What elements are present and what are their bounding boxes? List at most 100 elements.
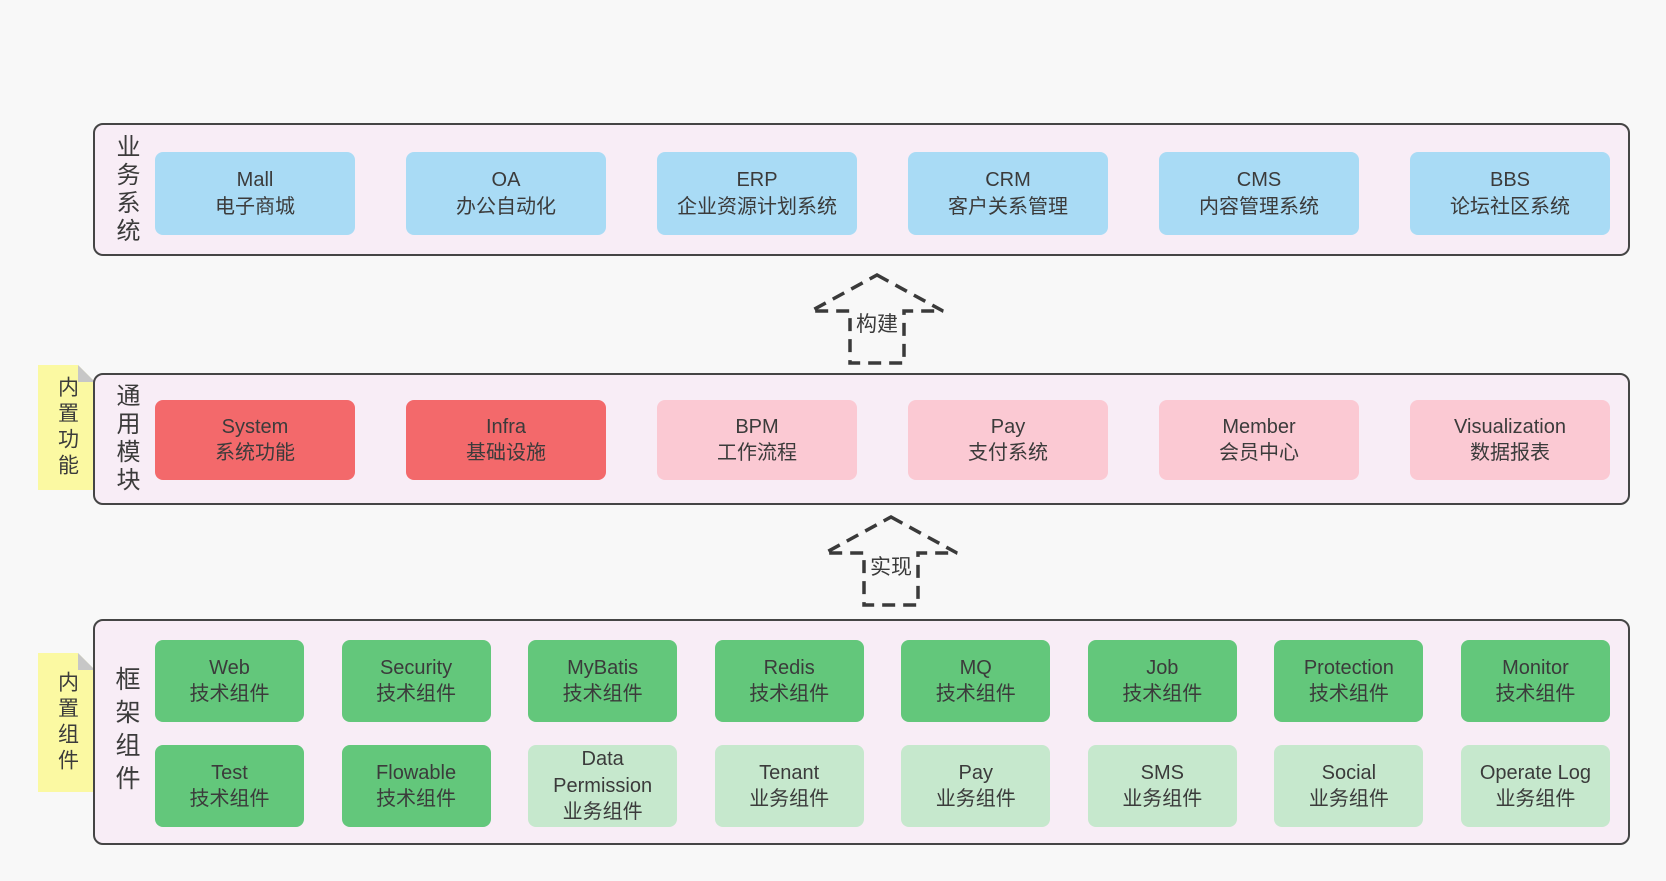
box-subtitle: 业务组件 (1122, 788, 1203, 810)
implement-arrow-label: 实现 (866, 550, 916, 582)
business-panel-side-label: 业务系统 (112, 133, 139, 246)
box-subtitle: 企业资源计划系统 (677, 195, 837, 218)
box-subtitle: 技术组件 (376, 788, 457, 810)
components-panel-side-label: 框架组件 (112, 666, 140, 798)
build-arrow (810, 273, 944, 365)
box-subtitle: 技术组件 (562, 683, 643, 705)
box-subtitle: 技术组件 (935, 683, 1016, 705)
box-social: Social 业务组件 (1274, 745, 1424, 827)
box-data-permission: Data Permission 业务组件 (528, 745, 678, 827)
box-title: MyBatis (567, 656, 639, 679)
box-pay-component: Pay 业务组件 (901, 745, 1051, 827)
builtin-features-sticky: 内置功能 (38, 365, 95, 490)
box-monitor: Monitor 技术组件 (1460, 640, 1610, 722)
box-infra: Infra 基础设施 (406, 400, 606, 480)
box-bpm: BPM 工作流程 (657, 400, 857, 480)
box-title: OA (491, 169, 521, 192)
box-subtitle: 业务组件 (935, 788, 1016, 810)
box-title: Visualization (1454, 415, 1566, 438)
box-subtitle: 系统功能 (215, 442, 295, 464)
box-mq: MQ 技术组件 (901, 640, 1051, 722)
box-title: Infra (485, 415, 527, 438)
common-modules-panel: 通用模块 System 系统功能 Infra 基础设施 BPM 工作流程 Pay… (93, 373, 1630, 505)
box-security: Security 技术组件 (341, 640, 491, 722)
box-protection: Protection 技术组件 (1274, 640, 1424, 722)
box-subtitle: 客户关系管理 (948, 195, 1068, 218)
box-title: Web (209, 656, 250, 679)
box-subtitle: 办公自动化 (456, 195, 556, 218)
box-web: Web 技术组件 (155, 640, 304, 722)
box-cms: CMS 内容管理系统 (1159, 152, 1359, 235)
box-title: Security (379, 656, 453, 679)
sticky-background (38, 653, 95, 792)
box-subtitle: 业务组件 (1308, 788, 1389, 810)
box-subtitle: 技术组件 (749, 683, 830, 705)
box-subtitle: 会员中心 (1219, 442, 1299, 464)
box-title: Pay (958, 761, 993, 784)
box-subtitle: 电子商城 (215, 195, 295, 218)
box-subtitle: 工作流程 (717, 442, 797, 464)
box-mall: Mall 电子商城 (155, 152, 355, 235)
builtin-components-label: 内置组件 (55, 670, 79, 775)
box-title: Data Permission (553, 748, 653, 797)
box-redis: Redis 技术组件 (714, 640, 864, 722)
box-title: Redis (763, 656, 815, 679)
box-subtitle: 技术组件 (189, 683, 270, 705)
build-arrow-label: 构建 (852, 307, 902, 339)
box-title: Monitor (1502, 656, 1569, 679)
box-title: CMS (1236, 169, 1282, 192)
box-erp: ERP 企业资源计划系统 (657, 152, 857, 235)
box-crm: CRM 客户关系管理 (908, 152, 1108, 235)
box-title: Tenant (759, 761, 820, 784)
box-subtitle: 技术组件 (376, 683, 457, 705)
builtin-features-label: 内置功能 (55, 375, 79, 480)
business-systems-panel: 业务系统 Mall 电子商城 OA 办公自动化 ERP 企业资源计划系统 CRM… (93, 123, 1630, 256)
modules-panel-side-label: 通用模块 (112, 383, 139, 495)
box-title: MQ (959, 656, 992, 679)
box-bbs: BBS 论坛社区系统 (1410, 152, 1610, 235)
box-title: BPM (735, 415, 779, 438)
box-operate-log: Operate Log 业务组件 (1460, 745, 1610, 827)
box-subtitle: 技术组件 (1495, 683, 1576, 705)
box-subtitle: 业务组件 (749, 788, 830, 810)
box-title: System (221, 415, 289, 438)
box-subtitle: 内容管理系统 (1199, 195, 1319, 218)
box-subtitle: 技术组件 (1122, 683, 1203, 705)
box-subtitle: 技术组件 (1308, 683, 1389, 705)
box-title: Mall (236, 169, 274, 192)
builtin-components-sticky: 内置组件 (38, 653, 95, 792)
box-subtitle: 论坛社区系统 (1450, 195, 1570, 218)
box-member: Member 会员中心 (1159, 400, 1359, 480)
box-visualization: Visualization 数据报表 (1410, 400, 1610, 480)
box-subtitle: 技术组件 (189, 788, 270, 810)
box-mybatis: MyBatis 技术组件 (528, 640, 678, 722)
box-pay-module: Pay 支付系统 (908, 400, 1108, 480)
box-title: Job (1146, 656, 1179, 679)
box-title: Test (211, 761, 248, 784)
box-title: Operate Log (1479, 761, 1592, 784)
box-tenant: Tenant 业务组件 (714, 745, 864, 827)
box-title: ERP (736, 169, 778, 192)
box-title: SMS (1140, 761, 1184, 784)
box-job: Job 技术组件 (1087, 640, 1237, 722)
box-subtitle: 基础设施 (466, 442, 546, 464)
box-subtitle: 支付系统 (968, 442, 1048, 464)
box-test: Test 技术组件 (155, 745, 304, 827)
box-subtitle: 业务组件 (562, 801, 643, 824)
implement-arrow (824, 515, 958, 607)
box-title: Flowable (376, 761, 457, 784)
box-system: System 系统功能 (155, 400, 355, 480)
sticky-background (38, 365, 95, 490)
box-title: CRM (985, 169, 1031, 192)
box-title: Social (1321, 761, 1377, 784)
box-flowable: Flowable 技术组件 (341, 745, 491, 827)
box-title: Protection (1303, 656, 1394, 679)
box-subtitle: 业务组件 (1495, 788, 1576, 810)
box-oa: OA 办公自动化 (406, 152, 606, 235)
box-sms: SMS 业务组件 (1087, 745, 1237, 827)
box-subtitle: 数据报表 (1470, 442, 1550, 464)
box-title: BBS (1489, 169, 1531, 192)
framework-components-panel: 框架组件 Web 技术组件 Security 技术组件 MyBatis 技术组件… (93, 619, 1630, 845)
box-title: Member (1222, 415, 1296, 438)
